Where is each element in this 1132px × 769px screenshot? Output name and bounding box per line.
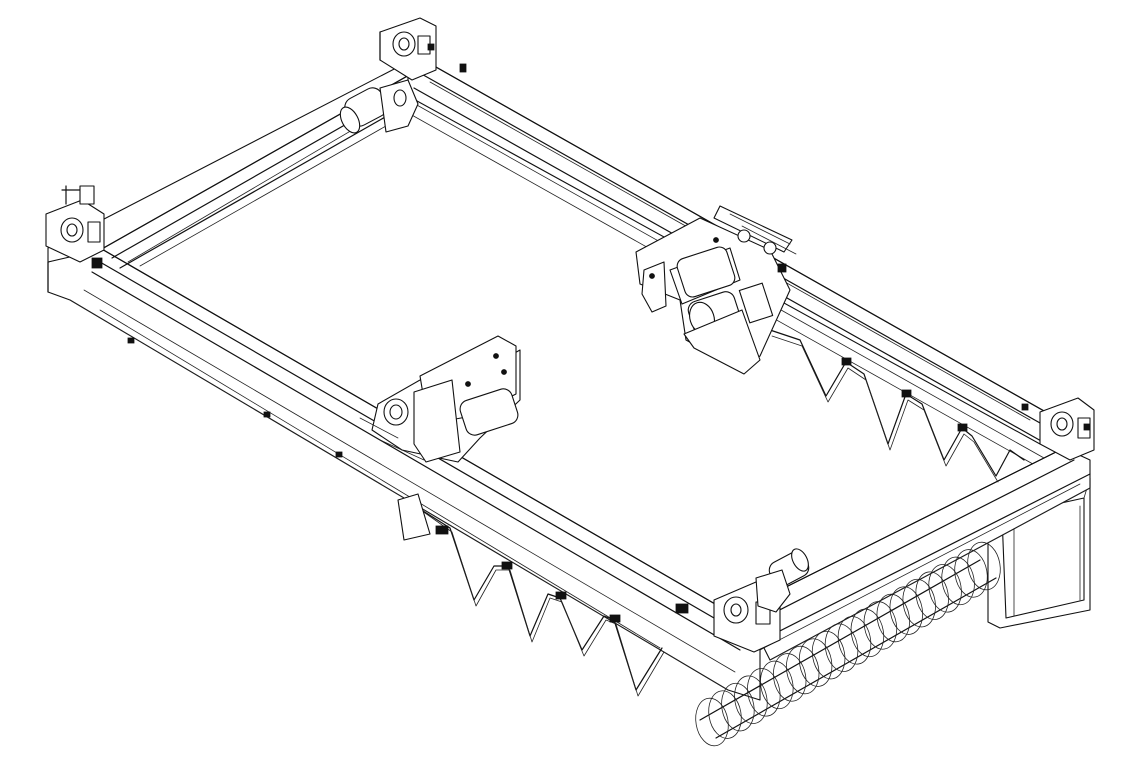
festoon-cable-right — [769, 329, 1025, 483]
cable-coil-loop — [747, 668, 781, 717]
cable-coil-loop — [850, 608, 885, 658]
cable-coil-loop — [695, 697, 729, 747]
cable-coil-loop — [863, 601, 898, 650]
cable-coil-loop — [954, 549, 988, 598]
front-trolley-hoist — [359, 335, 521, 463]
cable-coil-loop — [708, 690, 742, 739]
cable-coil-loop — [721, 682, 755, 732]
cable-coil-loop — [837, 616, 872, 665]
cable-coil-loop — [889, 586, 923, 635]
cable-coil-loop — [915, 571, 949, 620]
cable-coil-loop — [811, 630, 846, 680]
cable-coil-loop — [824, 623, 859, 672]
coiled-cable-reel — [695, 541, 1001, 747]
girder-fittings — [127, 63, 1029, 458]
front-end-truck — [739, 447, 1091, 661]
cable-coil-loop — [941, 556, 975, 606]
cable-coil-loop — [967, 541, 1001, 591]
cable-coil-loop — [786, 645, 820, 695]
festoon-cable-left — [397, 493, 689, 697]
cable-coil-loop — [734, 675, 768, 724]
wheel-unit-rear-top — [379, 17, 437, 81]
drive-motor-front — [755, 548, 810, 613]
cable-coil-loop — [928, 564, 962, 613]
rear-trolley-hoist — [635, 205, 797, 375]
wheel-unit-front-right — [1039, 397, 1095, 461]
drive-motor-rear — [339, 79, 419, 134]
cable-coil-loop — [773, 653, 807, 702]
cable-coil-loop — [902, 578, 936, 628]
cable-coil-loop — [760, 660, 794, 710]
cable-coil-loop — [876, 593, 910, 643]
wheel-unit-rear-left — [45, 185, 105, 269]
left-girder — [47, 247, 761, 701]
cable-coil-loop — [798, 638, 833, 687]
